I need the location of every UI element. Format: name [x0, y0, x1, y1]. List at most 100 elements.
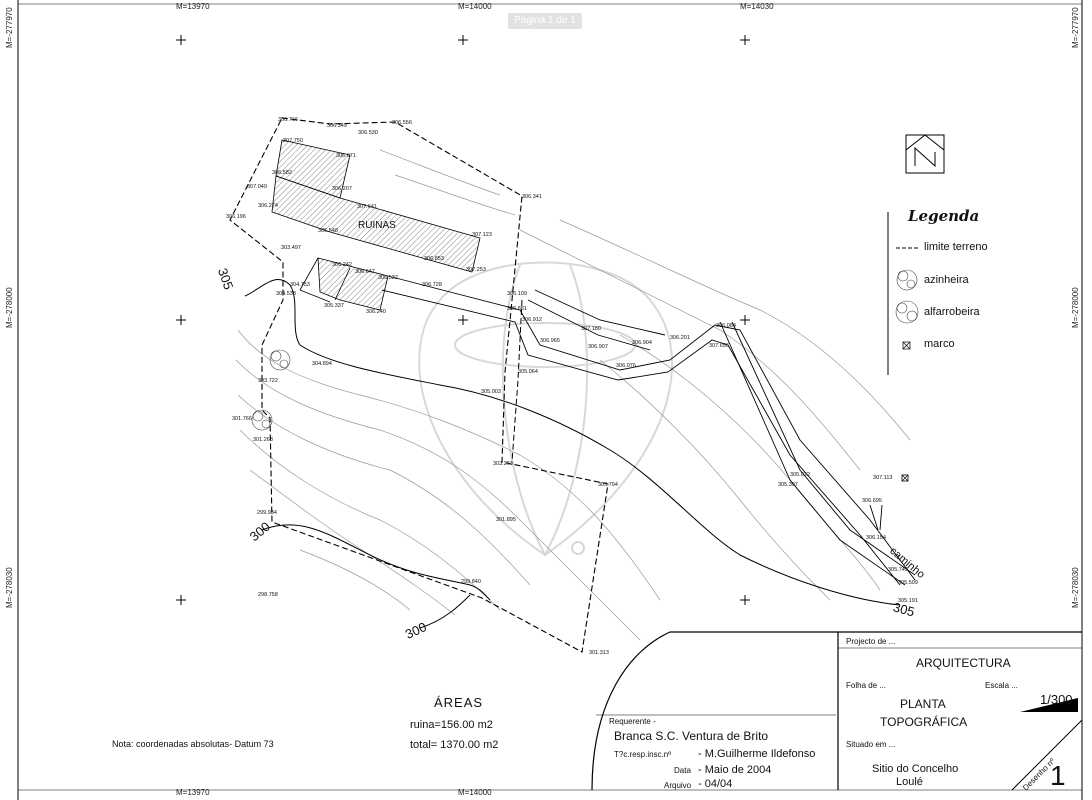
- legend-marco-symbol: [902, 341, 911, 350]
- left-coord-3: M=-278030: [5, 567, 14, 608]
- elevation-label: 307.656: [709, 343, 729, 349]
- contour-300-lower: [419, 594, 471, 629]
- elevation-label: 306.154: [866, 535, 886, 541]
- ruin-walls: [299, 257, 351, 303]
- legend-item-azinheira: azinheira: [924, 274, 969, 286]
- elevation-label: 307.253: [466, 267, 486, 273]
- requerente-label: Requerente -: [609, 717, 656, 726]
- folha-label: Folha de ...: [846, 681, 887, 690]
- arquivo-label: Arquivo: [664, 781, 692, 790]
- elevation-label: 306.109: [507, 291, 527, 297]
- elevation-label: 306.907: [588, 344, 608, 350]
- tecnico-value: - M.Guilherme Ildefonso: [698, 748, 816, 760]
- elevation-label: 306.912: [522, 317, 542, 323]
- elevation-label: 303.497: [281, 245, 301, 251]
- scale-arrow: [1020, 698, 1078, 712]
- elevation-label: 299.840: [461, 579, 481, 585]
- elevation-label: 303.794: [598, 482, 618, 488]
- elevation-label: 306.716: [278, 117, 298, 123]
- elevation-label: 306.532: [378, 275, 398, 281]
- elevation-label: 305.191: [898, 598, 918, 604]
- elevation-label: 307.049: [247, 184, 267, 190]
- elevation-label: 304.894: [312, 361, 332, 367]
- elevation-label: 306.242: [332, 262, 352, 268]
- elevation-label: 305.749: [888, 567, 908, 573]
- elevation-label: 303.722: [258, 378, 278, 384]
- ruin-building-3: [317, 257, 389, 311]
- ruin-building-2: [271, 175, 481, 273]
- top-coord-3: M=14030: [740, 2, 774, 11]
- elevation-label: 306.076: [616, 363, 636, 369]
- requerente-value: Branca S.C. Ventura de Brito: [614, 729, 769, 743]
- desenho-value: 1: [1050, 760, 1066, 791]
- situado-value-1: Sitio do Concelho: [872, 763, 959, 775]
- legend-item-alfarrobeira: alfarrobeira: [924, 306, 980, 318]
- projecto-value: ARQUITECTURA: [916, 656, 1011, 670]
- elevation-label: 306.904: [632, 340, 652, 346]
- contour-305-main: [244, 279, 901, 606]
- right-coord-3: M=-278030: [1071, 567, 1080, 608]
- elevation-label: 301.313: [589, 650, 609, 656]
- datum-note: Nota: coordenadas absolutas- Datum 73: [112, 739, 274, 749]
- caminho-path: [381, 275, 916, 586]
- legend-item-limite: limite terreno: [924, 241, 988, 253]
- ruinas-label: RUINAS: [358, 220, 396, 231]
- folha-value-1: PLANTA: [900, 697, 946, 711]
- right-coord-2: M=-278000: [1071, 287, 1080, 328]
- elevation-label: 306.582: [272, 170, 292, 176]
- legend-title: Legenda: [908, 207, 980, 225]
- right-coord-1: M=-277970: [1071, 7, 1080, 48]
- elevation-label: 303.263: [493, 461, 513, 467]
- areas-total: total= 1370.00 m2: [410, 739, 499, 751]
- elevation-label: 305.337: [324, 303, 344, 309]
- elevation-label: 306.349: [327, 123, 347, 129]
- elevation-label: 307.641: [357, 204, 377, 210]
- elevation-label: 306.728: [422, 282, 442, 288]
- elevation-label: 304.753: [290, 282, 310, 288]
- elevation-label: 306.671: [336, 153, 356, 159]
- left-coord-1: M=-277970: [5, 7, 14, 48]
- elevation-label: 307.113: [873, 475, 893, 481]
- north-arrow-icon: [905, 134, 945, 174]
- marco-marker: [901, 474, 909, 482]
- situado-label: Situado em ...: [846, 740, 896, 749]
- bottom-coord-2: M=14000: [458, 788, 492, 797]
- data-value: - Maio de 2004: [698, 764, 772, 776]
- elevation-label: 306.207: [332, 186, 352, 192]
- elevation-label: 306.274: [258, 203, 278, 209]
- elevation-label: 307.123: [472, 232, 492, 238]
- tree-alfarrobeira-1: [251, 409, 273, 431]
- elevation-label: 306.240: [366, 309, 386, 315]
- property-boundary: [229, 117, 609, 653]
- areas-title: ÁREAS: [434, 695, 484, 710]
- folha-value-2: TOPOGRÁFICA: [880, 715, 968, 729]
- elevation-label: 306.548: [318, 228, 338, 234]
- elevation-label: 306.965: [540, 338, 560, 344]
- escala-label: Escala ...: [985, 681, 1018, 690]
- elevation-label: 304.538: [276, 291, 296, 297]
- legend-item-marco: marco: [924, 338, 955, 350]
- elevation-label: 306.530: [358, 130, 378, 136]
- elevation-label: 305.509: [898, 580, 918, 586]
- tree-azinheira-1: [269, 349, 291, 371]
- elevation-label: 306.881: [507, 306, 527, 312]
- elevation-label: 305.022: [790, 472, 810, 478]
- contour-lines: [235, 149, 911, 641]
- tecnico-label: T?c.resp.insc.nº: [614, 750, 672, 759]
- elevation-label: 305.003: [481, 389, 501, 395]
- elevation-label: 306.341: [522, 194, 542, 200]
- elevation-label: 306.196: [226, 214, 246, 220]
- elevation-label: 305.397: [778, 482, 798, 488]
- elevation-label: 307.750: [283, 138, 303, 144]
- grid-crosses: [176, 35, 750, 605]
- elevation-label: 306.695: [862, 498, 882, 504]
- bottom-coord-1: M=13970: [176, 788, 210, 797]
- title-block-frame: [591, 631, 1082, 791]
- elevation-label: 301.268: [253, 437, 273, 443]
- desenho-diagonal: [1011, 719, 1083, 791]
- arquivo-value: - 04/04: [698, 778, 733, 790]
- elevation-label: 306.853: [424, 256, 444, 262]
- top-coord-1: M=13970: [176, 2, 210, 11]
